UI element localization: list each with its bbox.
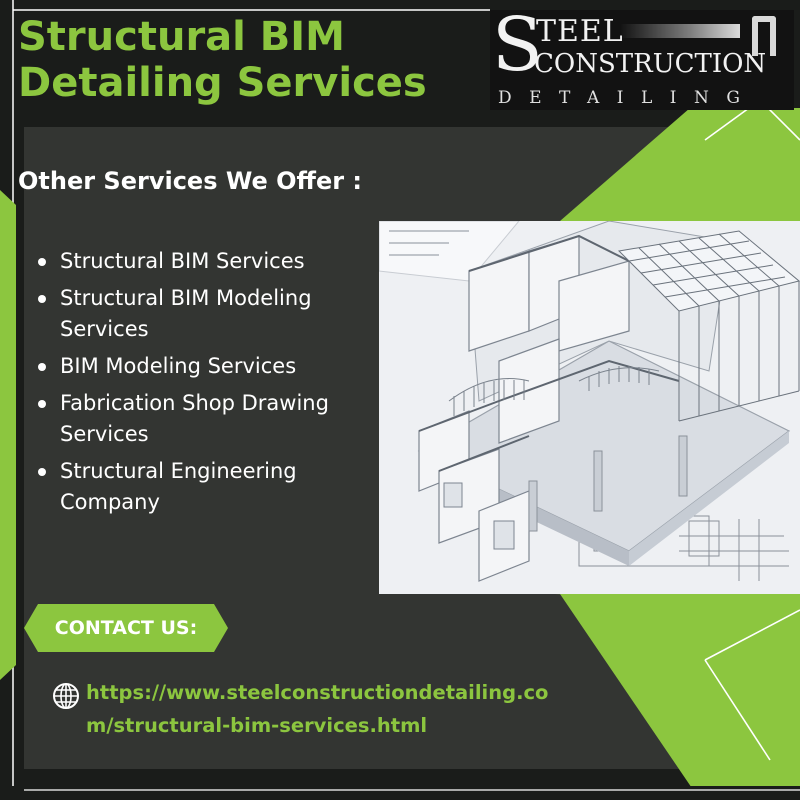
service-label: Structural Engineering Company bbox=[60, 459, 297, 514]
service-label: Fabrication Shop Drawing Services bbox=[60, 391, 329, 446]
service-label: Structural BIM Services bbox=[60, 249, 305, 273]
logo-steel-beam bbox=[620, 24, 740, 38]
service-label: Structural BIM Modeling Services bbox=[60, 286, 312, 341]
service-item: Structural BIM Modeling Services bbox=[36, 283, 381, 345]
bullet-icon bbox=[38, 400, 46, 408]
logo-line-construction: CONSTRUCTION bbox=[534, 49, 767, 79]
service-item: Structural BIM Services bbox=[36, 246, 381, 277]
service-item: BIM Modeling Services bbox=[36, 351, 381, 382]
service-label: BIM Modeling Services bbox=[60, 354, 297, 378]
services-list: Structural BIM Services Structural BIM M… bbox=[36, 246, 381, 524]
website-link[interactable]: https://www.steelconstructiondetailing.c… bbox=[86, 681, 549, 737]
bullet-icon bbox=[38, 295, 46, 303]
logo-line-steel: TEEL bbox=[536, 14, 624, 49]
logo-big-letter: S bbox=[492, 10, 543, 88]
service-item: Structural Engineering Company bbox=[36, 456, 381, 518]
service-item: Fabrication Shop Drawing Services bbox=[36, 388, 381, 450]
company-logo: S TEEL CONSTRUCTION DETAILING bbox=[490, 10, 794, 110]
bullet-icon bbox=[38, 363, 46, 371]
building-model-illustration bbox=[379, 221, 800, 594]
bullet-icon bbox=[38, 258, 46, 266]
page-title: Structural BIM Detailing Services bbox=[18, 14, 427, 106]
crane-hook-icon bbox=[752, 16, 776, 56]
services-heading: Other Services We Offer : bbox=[18, 167, 363, 195]
contact-us-badge: CONTACT US: bbox=[24, 604, 228, 652]
building-model-image bbox=[379, 221, 800, 594]
logo-line-detailing: DETAILING bbox=[498, 88, 758, 108]
bullet-icon bbox=[38, 468, 46, 476]
globe-icon bbox=[53, 683, 79, 709]
